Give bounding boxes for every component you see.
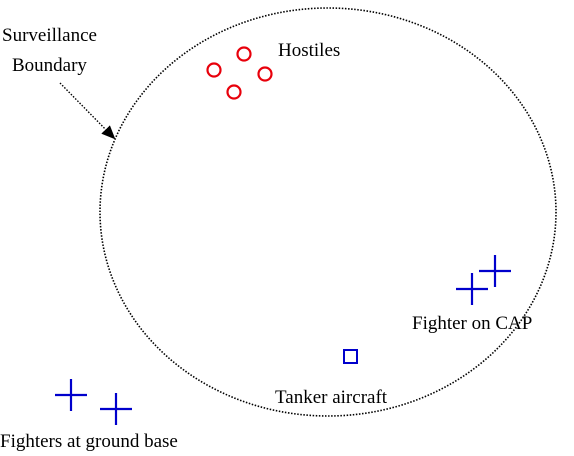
hostile-marker [257,66,273,82]
surveillance-label-line2: Boundary [12,55,87,76]
boundary-pointer-arrow [59,82,116,140]
fighter-ground-marker [55,379,87,411]
surveillance-boundary [99,7,557,417]
surveillance-label-line1: Surveillance [2,25,97,46]
tanker-label: Tanker aircraft [275,387,388,408]
hostile-marker [206,62,222,78]
tanker-marker [343,349,358,364]
hostiles-label: Hostiles [278,40,340,61]
fighter-ground-marker [100,393,132,425]
hostile-marker [226,84,242,100]
fighter-cap-group [456,255,511,305]
fighter-cap-marker [479,255,511,287]
hostiles-group [206,46,273,100]
fighter-cap-label: Fighter on CAP [412,313,532,334]
fighters-ground-label: Fighters at ground base [0,431,178,452]
fighter-cap-marker [456,273,488,305]
fighters-ground-group [55,379,132,425]
hostile-marker [236,46,252,62]
